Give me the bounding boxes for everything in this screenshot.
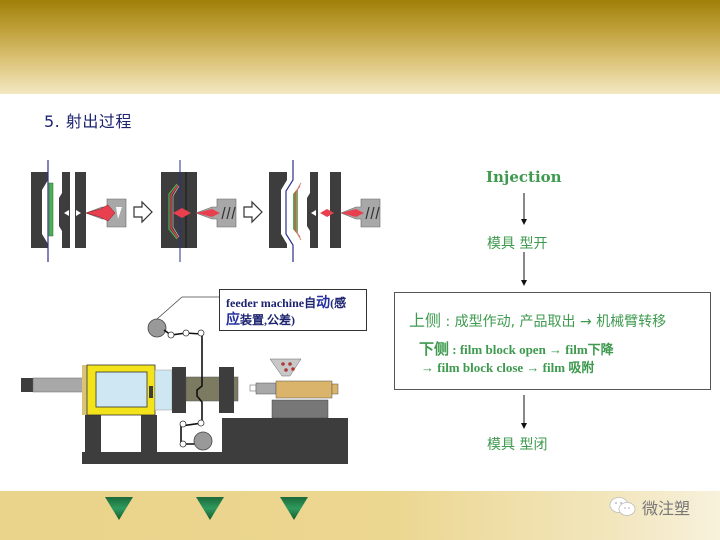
sequence-arrow-2 [243, 200, 263, 224]
flow-step-mold-close: 模具 型闭 [487, 437, 548, 453]
page-title: 5. 射出过程 [44, 112, 132, 131]
mold-step-3 [269, 160, 381, 262]
mold-sequence-diagram [31, 160, 381, 262]
injection-machine-diagram [21, 296, 348, 464]
mold-step-1 [31, 160, 127, 262]
watermark-text: 微注塑 [642, 499, 691, 518]
lower-side-step: 下侧 : film block open → film下降 [419, 342, 614, 358]
nav-marker-1-icon [105, 497, 133, 520]
sequence-arrow-1 [133, 200, 153, 224]
upper-side-step: 上侧 : 成型作动, 产品取出 → 机械臂转移 [409, 311, 667, 330]
header-band [0, 0, 720, 94]
flow-step-mold-open: 模具 型开 [487, 236, 548, 252]
film-takeup-roll [193, 431, 213, 451]
nav-marker-2-icon [196, 497, 224, 520]
flow-arrows [521, 193, 527, 429]
film-supply-roll [147, 318, 167, 338]
lower-side-step-cont: → film block close → film 吸附 [421, 360, 595, 375]
watermark: 微注塑 [608, 495, 690, 519]
hopper [269, 358, 302, 377]
flow-process-box: 上侧 : 成型作动, 产品取出 → 机械臂转移 下侧 : film block … [394, 292, 711, 390]
flow-step-injection: Injection [486, 168, 562, 186]
mold-step-2 [161, 160, 237, 262]
feeder-machine-label: feeder machine自动(感 应装置,公差) [219, 289, 367, 331]
wechat-icon [609, 497, 636, 516]
footer-nav-markers [105, 497, 308, 520]
nav-marker-3-icon [280, 497, 308, 520]
